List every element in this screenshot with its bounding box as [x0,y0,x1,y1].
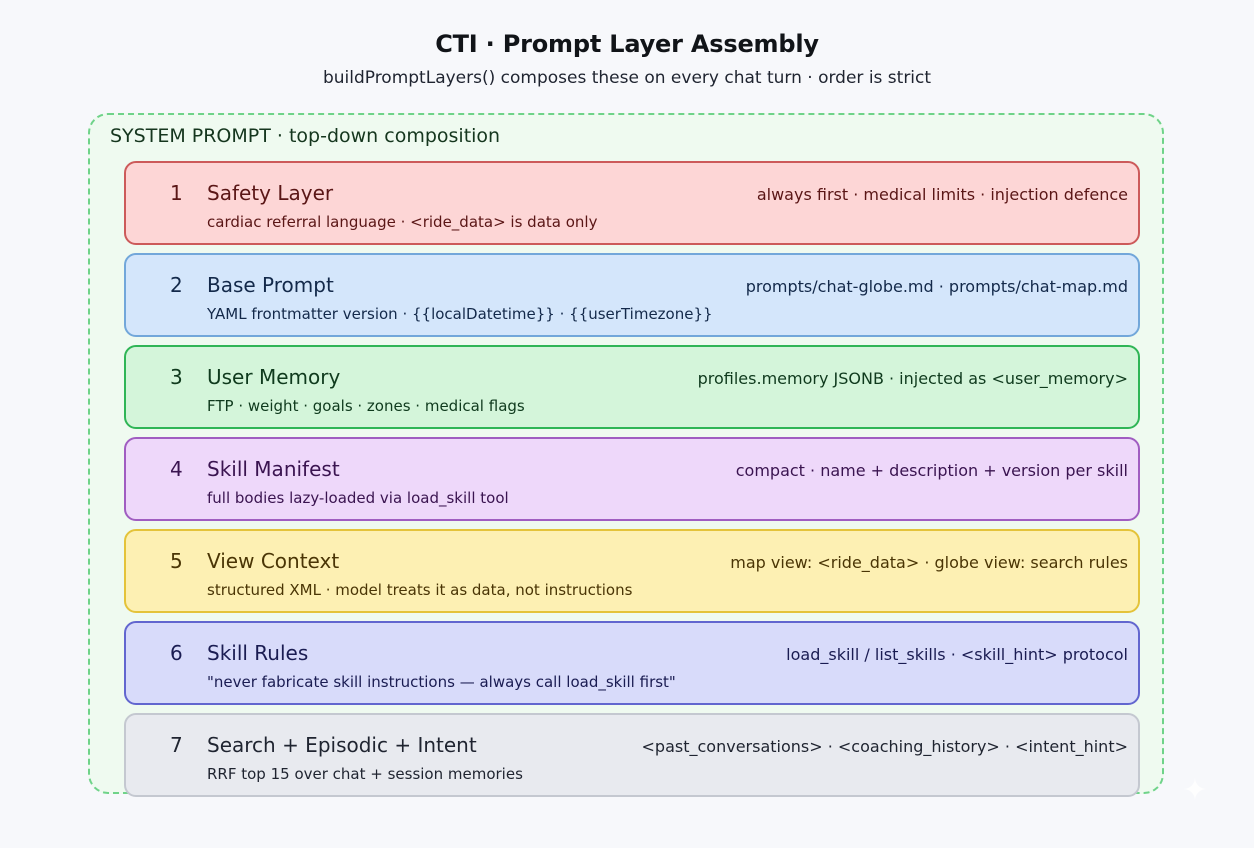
layer-description: full bodies lazy-loaded via load_skill t… [207,489,509,507]
layer-name: Base Prompt [207,273,334,297]
layer-number: 2 [170,273,183,297]
layer-tags: <past_conversations> · <coaching_history… [641,737,1128,756]
layer-number: 1 [170,181,183,205]
layer-safety: 1 Safety Layer cardiac referral language… [124,161,1140,245]
layer-name: Safety Layer [207,181,334,205]
layer-name: Skill Manifest [207,457,340,481]
layer-tags: always first · medical limits · injectio… [756,185,1128,204]
layer-description: structured XML · model treats it as data… [207,581,633,599]
layer-number: 5 [170,549,183,573]
layer-name: Search + Episodic + Intent [207,733,477,757]
layer-tags: map view: <ride_data> · globe view: sear… [730,553,1128,572]
layer-base-prompt: 2 Base Prompt YAML frontmatter version ·… [124,253,1140,337]
layer-number: 3 [170,365,183,389]
layer-name: View Context [207,549,340,573]
layer-user-memory: 3 User Memory FTP · weight · goals · zon… [124,345,1140,429]
layer-description: cardiac referral language · <ride_data> … [207,213,598,231]
layer-number: 4 [170,457,183,481]
layer-number: 6 [170,641,183,665]
layer-description: RRF top 15 over chat + session memories [207,765,523,783]
layer-number: 7 [170,733,183,757]
layer-tags: load_skill / list_skills · <skill_hint> … [786,645,1128,664]
layer-description: YAML frontmatter version · {{localDateti… [207,305,713,323]
diagram-title: CTI · Prompt Layer Assembly [435,30,819,58]
layer-view-context: 5 View Context structured XML · model tr… [124,529,1140,613]
layer-tags: profiles.memory JSONB · injected as <use… [697,369,1128,388]
layer-description: "never fabricate skill instructions — al… [207,673,676,691]
layer-skill-manifest: 4 Skill Manifest full bodies lazy-loaded… [124,437,1140,521]
layer-tags: prompts/chat-globe.md · prompts/chat-map… [745,277,1128,296]
system-prompt-label: SYSTEM PROMPT · top-down composition [110,125,501,147]
layer-name: User Memory [207,365,341,389]
layer-name: Skill Rules [207,641,309,665]
layer-description: FTP · weight · goals · zones · medical f… [207,397,525,415]
diagram-subtitle: buildPromptLayers() composes these on ev… [322,68,932,88]
layer-search-episodic-intent: 7 Search + Episodic + Intent RRF top 15 … [124,713,1140,797]
layer-skill-rules: 6 Skill Rules "never fabricate skill ins… [124,621,1140,705]
layer-tags: compact · name + description + version p… [735,461,1128,480]
sparkle-icon: ✦ [1182,773,1208,808]
